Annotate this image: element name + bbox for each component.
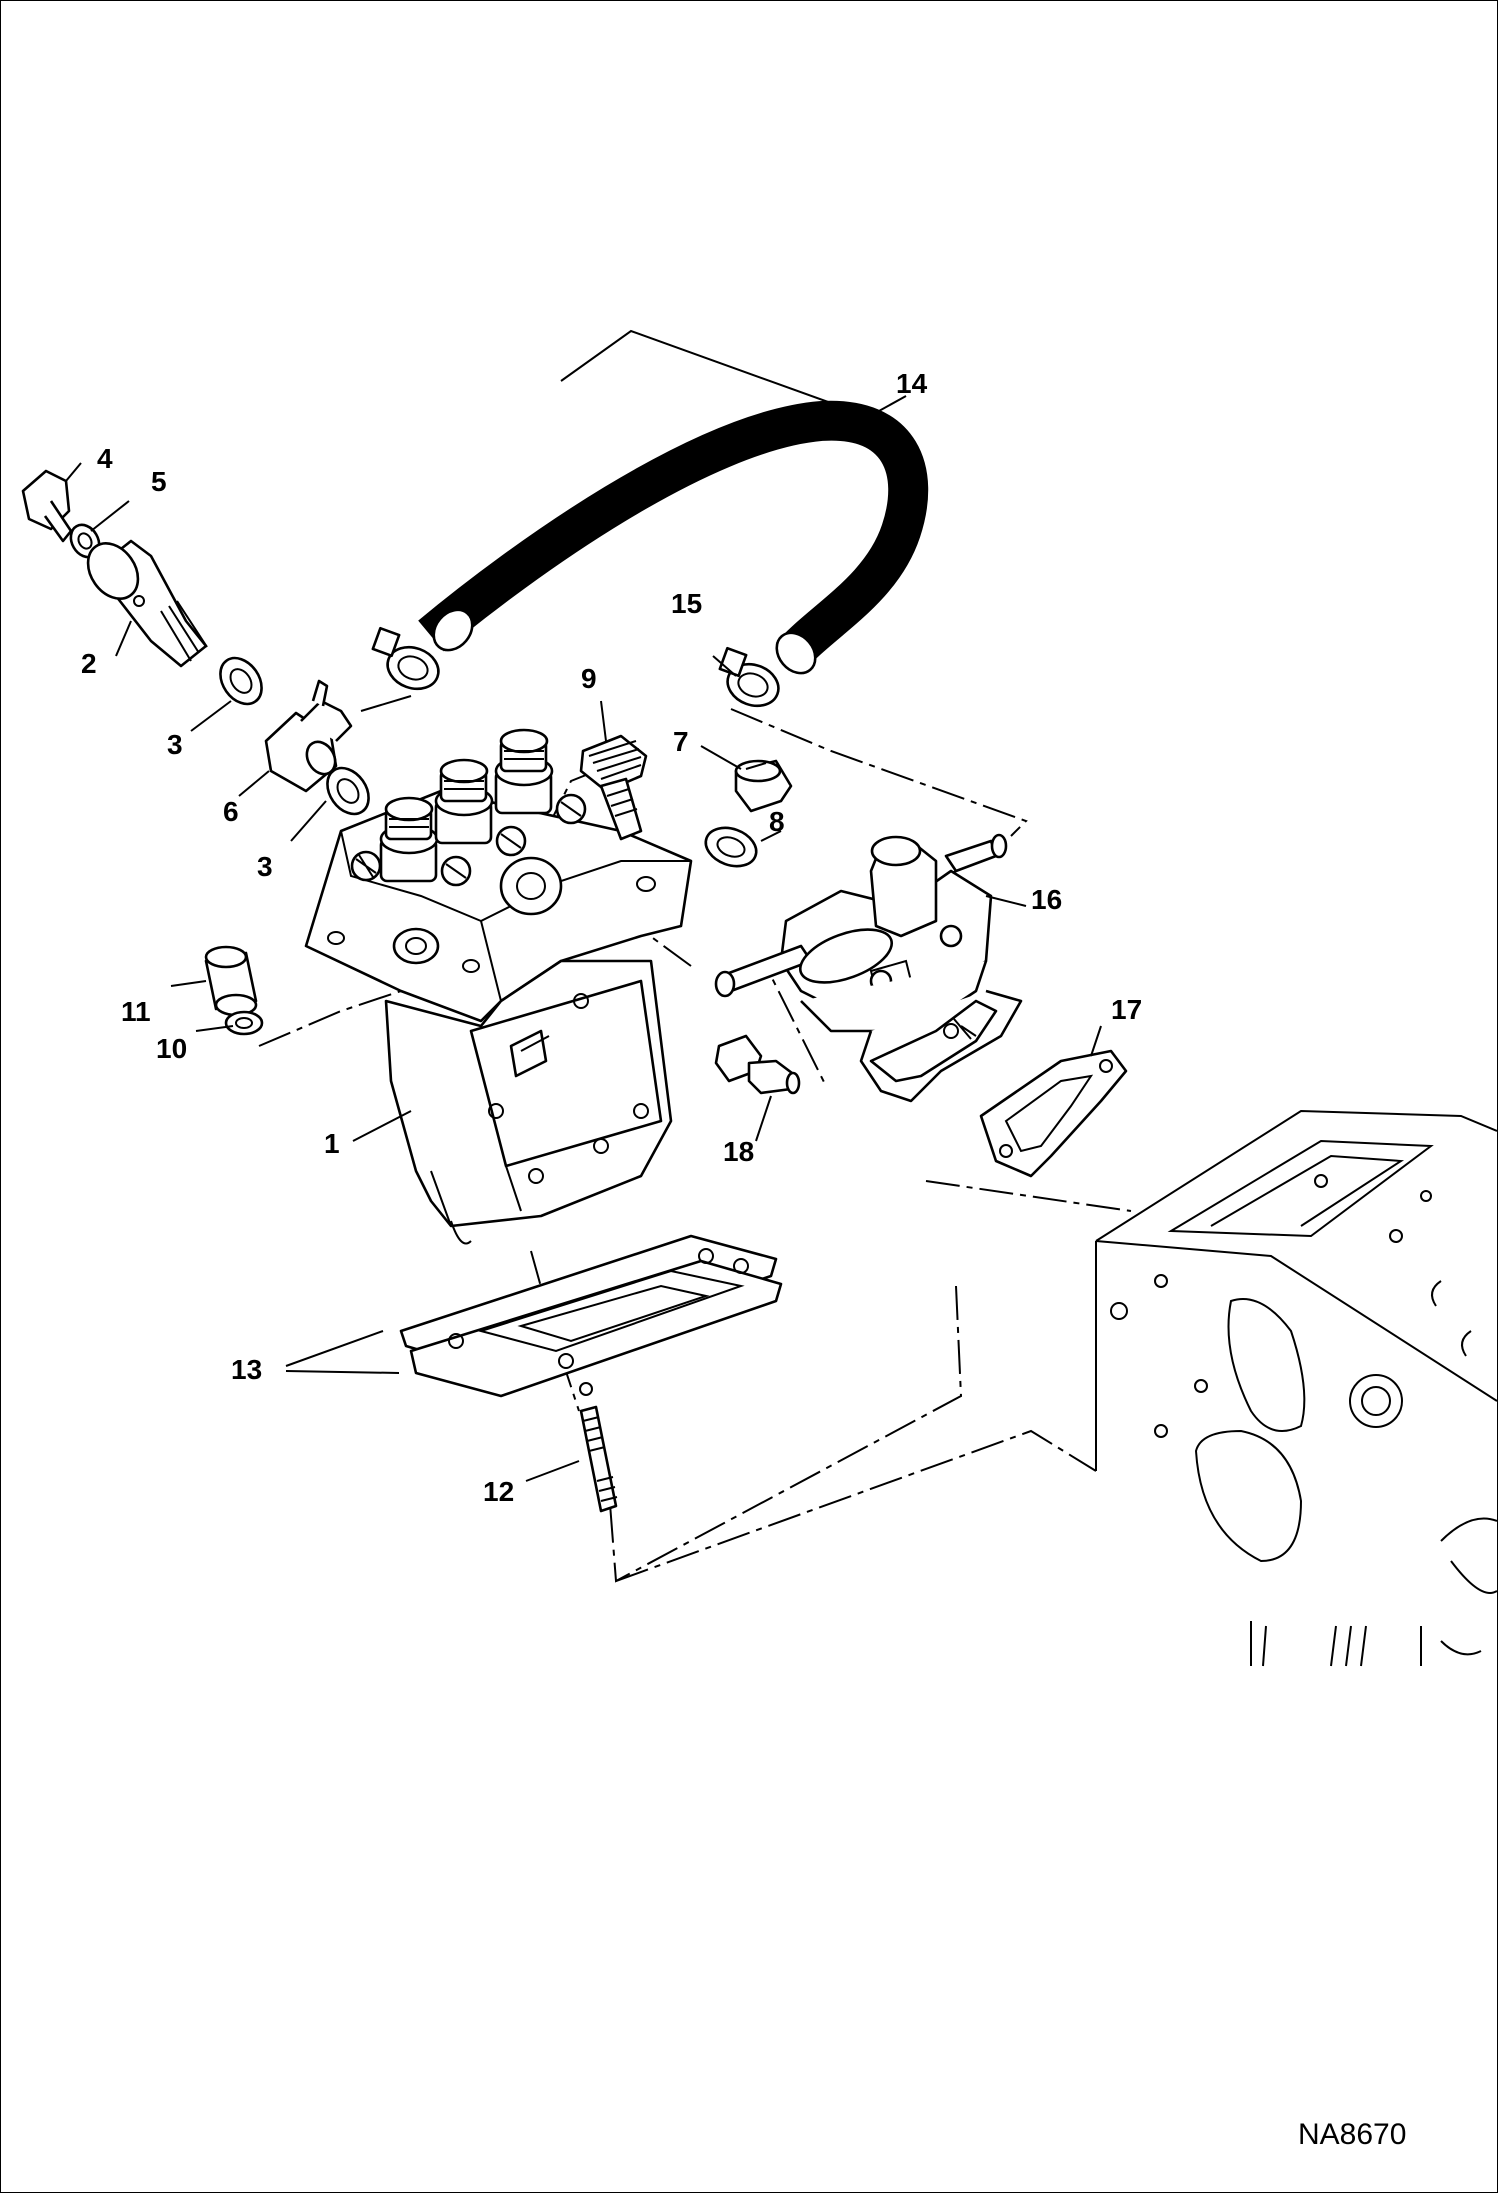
leader-lines <box>65 329 1102 1482</box>
callout-13: 13 <box>231 1354 262 1385</box>
callout-labels: 4 5 2 3 6 3 14 15 9 7 8 16 17 11 10 18 1… <box>81 368 1142 1507</box>
callout-9: 9 <box>581 663 597 694</box>
callout-4: 4 <box>97 443 113 474</box>
fuel-feed-pump <box>714 833 1023 1103</box>
callout-14: 14 <box>896 368 928 399</box>
engine-block <box>1095 1109 1497 1667</box>
screw <box>579 734 648 841</box>
callout-10: 10 <box>156 1033 187 1064</box>
gasket-ring <box>704 826 758 868</box>
knurled-nut <box>350 793 587 887</box>
callout-11: 11 <box>121 996 151 1027</box>
callout-3b: 3 <box>257 851 273 882</box>
callout-15: 15 <box>671 588 702 619</box>
banjo-fitting <box>264 679 370 816</box>
banjo-fitting-18 <box>714 1034 801 1095</box>
stud <box>579 1405 618 1513</box>
feed-pump-gasket <box>979 1049 1128 1178</box>
callout-7: 7 <box>673 726 689 757</box>
callout-17: 17 <box>1111 994 1142 1025</box>
injection-pump-gaskets <box>399 1234 783 1398</box>
callout-12: 12 <box>483 1476 514 1507</box>
lock-washer <box>224 1010 264 1036</box>
callout-3a: 3 <box>167 729 183 760</box>
plug <box>734 759 793 813</box>
figure-code: NA8670 <box>1298 2118 1406 2151</box>
callout-8: 8 <box>769 806 785 837</box>
delivery-valve-holder <box>379 728 554 883</box>
callout-2: 2 <box>81 648 97 679</box>
banjo-bolt-assembly <box>21 469 263 706</box>
callout-6: 6 <box>223 796 239 827</box>
injection-pump <box>304 728 693 1245</box>
callout-5: 5 <box>151 466 167 497</box>
fuel-hose <box>418 400 929 675</box>
callout-16: 16 <box>1031 884 1062 915</box>
hose-clamp <box>371 626 780 708</box>
callout-1: 1 <box>324 1128 340 1159</box>
spacer <box>204 945 258 1017</box>
callout-18: 18 <box>723 1136 754 1167</box>
